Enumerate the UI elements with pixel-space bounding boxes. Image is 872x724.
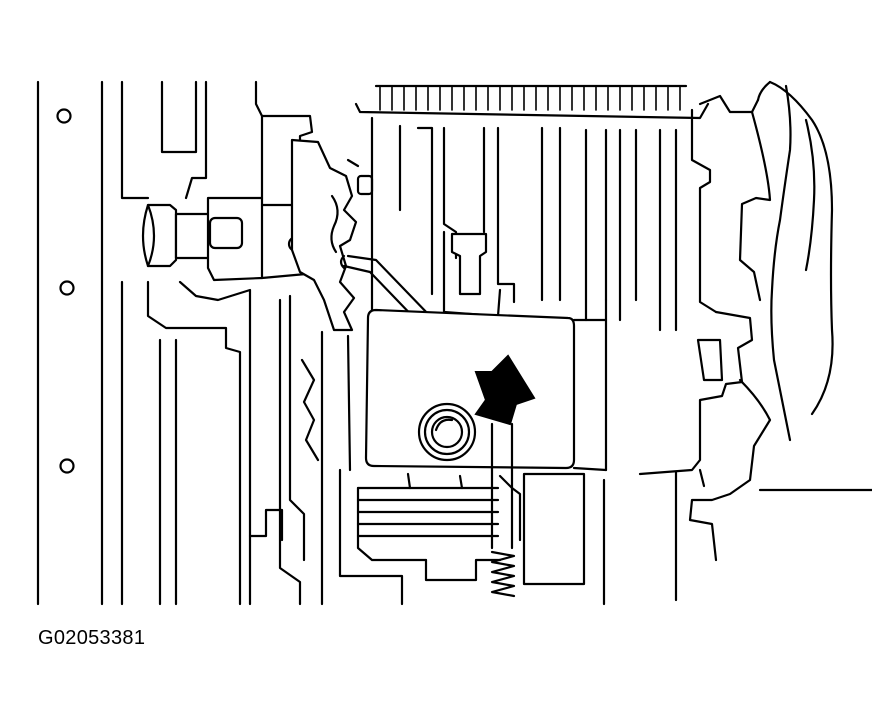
mounting-hole-middle	[59, 280, 75, 296]
left-housing-plate	[36, 80, 104, 606]
valve-plug	[450, 232, 488, 296]
mid-lower-details	[174, 334, 352, 606]
valve-bolt	[417, 402, 477, 462]
right-housing	[638, 80, 872, 602]
valve-body-block	[364, 298, 608, 472]
mounting-hole-top	[56, 108, 72, 124]
manual-valve-spool	[490, 422, 516, 598]
valve-body-channels	[370, 116, 678, 332]
manual-shaft-assembly	[141, 196, 308, 282]
detent-spring	[490, 550, 516, 598]
left-rail-structure	[120, 80, 314, 606]
callout-arrow	[474, 354, 536, 426]
lower-plate-stack	[356, 472, 522, 582]
lever-pin	[208, 216, 244, 250]
detent-lever-plate	[290, 138, 374, 332]
valve-body-top	[354, 84, 710, 120]
lower-right-block	[320, 330, 606, 606]
figure-id-label: G02053381	[38, 627, 146, 649]
arrow-icon	[474, 354, 536, 426]
mounting-hole-bottom	[59, 458, 75, 474]
